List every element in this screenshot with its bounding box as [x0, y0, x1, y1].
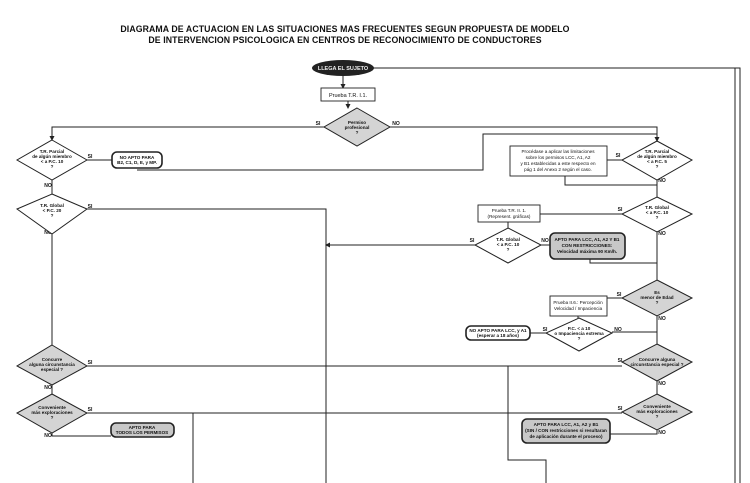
label-no: NO — [44, 230, 52, 236]
svg-text:Prueba T.R. II. 1.(Represent.: Prueba T.R. II. 1.(Represent. gráficas) — [488, 208, 531, 219]
result-apto-final: APTO PARA LCC, A1, A2 y B1(SIN / CON res… — [521, 418, 611, 444]
label-no: NO — [658, 430, 666, 436]
label-si: SI — [88, 204, 93, 210]
decision-global-20: T.R. Global< P.C. 20? — [15, 193, 89, 235]
svg-text:APTO PARA LCC, A1, A2 y B1(SIN: APTO PARA LCC, A1, A2 y B1(SIN / CON res… — [525, 422, 607, 439]
label-si: SI — [618, 358, 623, 364]
result-no-apto-lcc: NO APTO PARA LCC, y A1(esperar a 18 años… — [465, 325, 531, 341]
label-no: NO — [541, 238, 549, 244]
label-no: NO — [44, 183, 52, 189]
label-no: NO — [392, 121, 400, 127]
label-no: NO — [44, 385, 52, 391]
label-si: SI — [88, 360, 93, 366]
label-si: SI — [88, 154, 93, 160]
title-line-2: DE INTERVENCION PSICOLOGICA EN CENTROS D… — [148, 35, 542, 46]
svg-text:P.C. < a 10o Impaciencia extre: P.C. < a 10o Impaciencia extrema? — [554, 326, 604, 341]
svg-text:Procédase a aplicar las limita: Procédase a aplicar las limitacionessobr… — [520, 149, 596, 172]
label-si: SI — [543, 327, 548, 333]
svg-text:T.R. Global< a P.C. 10?: T.R. Global< a P.C. 10? — [496, 237, 520, 252]
label-si: SI — [88, 407, 93, 413]
svg-text:T.R. Global< a P.C. 10?: T.R. Global< a P.C. 10? — [645, 205, 669, 220]
label-si: SI — [618, 207, 623, 213]
branch-labels: SI NO SI NO SI NO SI NO SI NO SI NO SI N… — [44, 121, 666, 439]
label-no: NO — [658, 381, 666, 387]
decision-global-10: T.R. Global< a P.C. 10? — [620, 196, 694, 233]
decision-global-10-second: T.R. Global< a P.C. 10? — [473, 227, 543, 264]
label-no: NO — [658, 316, 666, 322]
test-tr-ii1-box: Prueba T.R. II. 1.(Represent. gráficas) — [477, 204, 541, 223]
label-no: NO — [658, 178, 666, 184]
label-si: SI — [618, 406, 623, 412]
title-line-1: DIAGRAMA DE ACTUACION EN LAS SITUACIONES… — [120, 24, 570, 35]
label-si: SI — [616, 153, 621, 159]
label-no: NO — [44, 433, 52, 439]
label-si: SI — [316, 121, 321, 127]
label-no: NO — [614, 327, 622, 333]
svg-text:LLEGA EL SUJETO: LLEGA EL SUJETO — [318, 66, 369, 72]
svg-text:NO APTO PARA LCC, y A1(esperar: NO APTO PARA LCC, y A1(esperar a 18 años… — [469, 328, 527, 338]
svg-text:T.R. Global< P.C. 20?: T.R. Global< P.C. 20? — [40, 203, 64, 218]
test-tr-i1-box: Prueba T.R. I.1. — [320, 87, 376, 102]
start-terminal: LLEGA EL SUJETO — [312, 60, 374, 76]
connectors — [49, 67, 741, 483]
label-si: SI — [470, 238, 475, 244]
label-no: NO — [658, 231, 666, 237]
svg-text:Prueba T.R. I.1.: Prueba T.R. I.1. — [329, 93, 368, 99]
label-si: SI — [617, 292, 622, 298]
